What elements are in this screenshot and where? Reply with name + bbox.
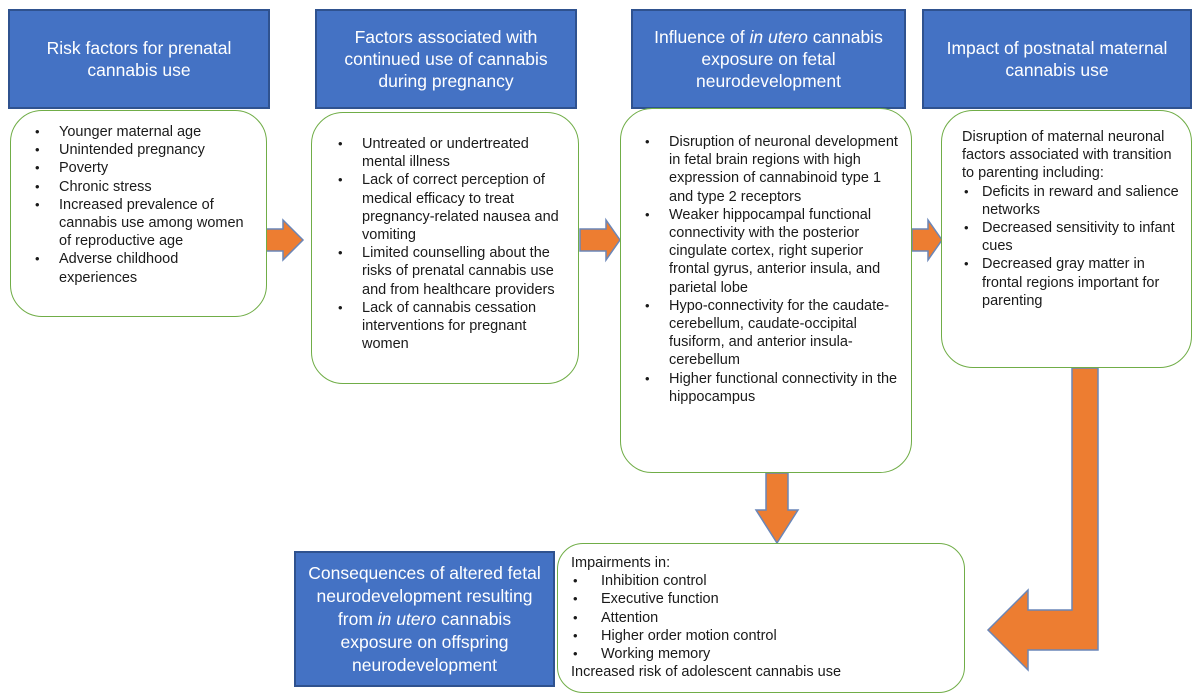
list-item: Working memory [571, 645, 954, 663]
list-item: Attention [571, 609, 954, 627]
box-risk-factors: Younger maternal age Unintended pregnanc… [10, 110, 267, 317]
risk-factors-list: Younger maternal age Unintended pregnanc… [31, 123, 252, 287]
impairments-list: Inhibition control Executive function At… [571, 572, 954, 663]
list-item: Hypo-connectivity for the caudate-cerebe… [641, 297, 901, 370]
list-item: Executive function [571, 590, 954, 608]
arrow-3-to-5 [754, 472, 800, 545]
arrow-2-to-3 [579, 217, 621, 263]
impairments-footer: Increased risk of adolescent cannabis us… [571, 664, 842, 681]
list-item: Higher functional connectivity in the hi… [641, 370, 901, 406]
arrow-4-to-5 [986, 367, 1099, 672]
postnatal-impact-list: Deficits in reward and salience networks… [962, 183, 1181, 310]
impairments-intro: Impairments in: [571, 555, 671, 571]
header-risk-factors: Risk factors for prenatal cannabis use [8, 9, 270, 109]
header-consequences: Consequences of altered fetal neurodevel… [294, 551, 555, 687]
list-item: Untreated or undertreated mental illness [334, 135, 566, 171]
header-continued-use: Factors associated with continued use of… [315, 9, 577, 109]
list-item: Adverse childhood experiences [31, 250, 252, 286]
list-item: Weaker hippocampal functional connectivi… [641, 206, 901, 297]
box-continued-use: Untreated or undertreated mental illness… [311, 112, 579, 384]
list-item: Younger maternal age [31, 123, 252, 141]
postnatal-impact-intro: Disruption of maternal neuronal factors … [962, 129, 1172, 182]
list-item: Inhibition control [571, 572, 954, 590]
list-item: Lack of correct perception of medical ef… [334, 171, 566, 244]
header-continued-use-text: Factors associated with continued use of… [344, 27, 548, 91]
list-item: Decreased gray matter in frontal regions… [962, 255, 1181, 310]
box-postnatal-impact: Disruption of maternal neuronal factors … [941, 110, 1192, 368]
list-item: Decreased sensitivity to infant cues [962, 219, 1181, 255]
header-risk-factors-text: Risk factors for prenatal cannabis use [46, 38, 232, 80]
box-impairments: Impairments in: Inhibition control Execu… [557, 543, 965, 693]
list-item: Higher order motion control [571, 627, 954, 645]
header-postnatal-impact-text: Impact of postnatal maternal cannabis us… [946, 38, 1168, 80]
list-item: Lack of cannabis cessation interventions… [334, 299, 566, 354]
list-item: Limited counselling about the risks of p… [334, 244, 566, 299]
list-item: Unintended pregnancy [31, 141, 252, 159]
list-item: Chronic stress [31, 178, 252, 196]
box-in-utero-influence: Disruption of neuronal development in fe… [620, 108, 912, 473]
header-consequences-text: Consequences of altered fetal neurodevel… [308, 562, 541, 675]
header-in-utero-influence: Influence of in utero cannabis exposure … [631, 9, 906, 109]
list-item: Deficits in reward and salience networks [962, 183, 1181, 219]
header-postnatal-impact: Impact of postnatal maternal cannabis us… [922, 9, 1192, 109]
arrow-3-to-4 [911, 217, 943, 263]
in-utero-influence-list: Disruption of neuronal development in fe… [641, 133, 901, 406]
continued-use-list: Untreated or undertreated mental illness… [334, 135, 566, 353]
list-item: Increased prevalence of cannabis use amo… [31, 196, 252, 251]
list-item: Poverty [31, 159, 252, 177]
header-in-utero-influence-text: Influence of in utero cannabis exposure … [654, 27, 883, 91]
list-item: Disruption of neuronal development in fe… [641, 133, 901, 206]
